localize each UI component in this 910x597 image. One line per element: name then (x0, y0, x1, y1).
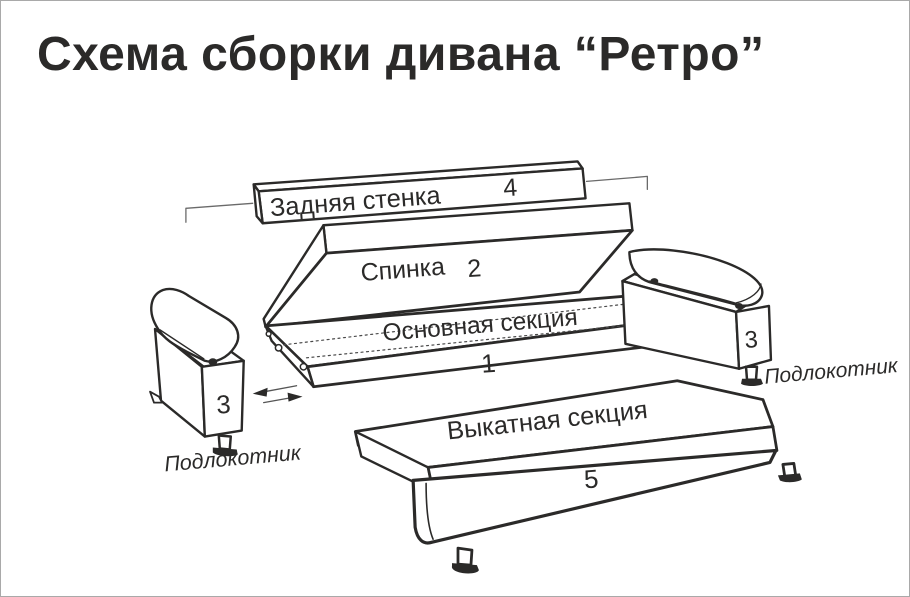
loose-foot-center (451, 546, 479, 574)
bolt (735, 302, 744, 309)
main-section-number: 1 (480, 350, 496, 379)
pullout-section-number: 5 (583, 465, 599, 494)
armrest-left-hook (149, 390, 163, 404)
screw-hole (274, 343, 283, 352)
armrest-right-number: 3 (744, 326, 759, 354)
armrest-left-cushion (150, 287, 240, 363)
armrest-left-part (149, 287, 245, 457)
armrest-right-part (621, 248, 773, 386)
armrest-right-foot (741, 378, 763, 386)
loose-foot-right (777, 462, 802, 483)
armrest-left-foot (212, 447, 238, 457)
pullout-section-part (353, 379, 779, 545)
back-wall-number: 4 (502, 173, 518, 202)
page-title: Схема сборки дивана “Ретро” (37, 28, 765, 81)
back-wall-part (252, 160, 587, 225)
main-section-part (264, 293, 689, 389)
armrest-right-cushion (628, 248, 764, 307)
backrest-number: 2 (466, 254, 482, 283)
slide-direction-arrows (252, 385, 303, 404)
leader-bracket-right (585, 175, 649, 191)
leader-bracket-left (185, 202, 254, 223)
backrest-label: Спинка (360, 252, 447, 287)
armrest-right-foot (744, 365, 759, 381)
armrest-left-label: Подлокотник (163, 440, 302, 476)
armrest-right-label: Подлокотник (763, 354, 899, 389)
bolt (650, 278, 659, 285)
bolt (208, 358, 218, 366)
screw-hole (265, 330, 272, 338)
armrest-left-number: 3 (216, 391, 232, 420)
screw-hole (299, 362, 308, 371)
